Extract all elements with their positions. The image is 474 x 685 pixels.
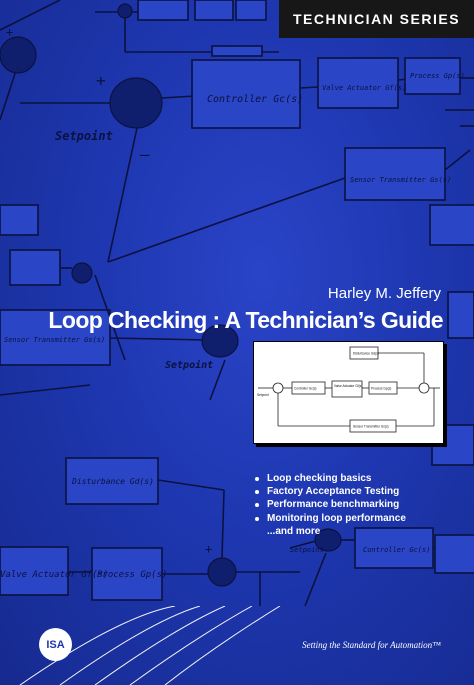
bg-disturbance-label: Disturbance Gd(s) xyxy=(71,477,154,486)
inset-disturbance-label: Disturbance Gd(s) xyxy=(353,352,379,356)
series-banner: TECHNICIAN SERIES xyxy=(279,0,474,38)
bg-plus-sign: + xyxy=(96,71,106,90)
control-loop-diagram-svg: Disturbance Gd(s) Controller Gc(s) Valve… xyxy=(257,346,440,433)
bg-plus-sign-lower: + xyxy=(205,542,212,556)
inset-valve-label: Valve Actuator Gf(s) xyxy=(334,384,362,388)
bg-valve-label-bottom: Valve Actuator Gf(s) xyxy=(0,570,108,580)
inset-sensor-label: Sensor Transmitter Gs(s) xyxy=(353,425,389,429)
author-name: Harley M. Jeffery xyxy=(327,285,441,302)
book-title: Loop Checking : A Technician’s Guide xyxy=(48,307,443,333)
feature-item: Monitoring loop performance xyxy=(253,512,406,525)
publisher-tagline: Setting the Standard for Automation™ xyxy=(302,640,441,650)
feature-list: Loop checking basics Factory Acceptance … xyxy=(253,472,406,538)
feature-item: Factory Acceptance Testing xyxy=(253,485,406,498)
bg-setpoint-label: Setpoint xyxy=(55,129,113,143)
inset-process-label: Process Gp(s) xyxy=(371,387,391,391)
bg-setpoint-label-lower: Setpoint xyxy=(165,359,213,371)
feature-item-more: ...and more xyxy=(267,525,321,537)
inset-controller-label: Controller Gc(s) xyxy=(294,387,317,391)
bg-sensor-label: Sensor Transmitter Gs(s) xyxy=(350,176,451,184)
decorative-arcs xyxy=(19,606,281,685)
bg-minus-sign: – xyxy=(139,145,150,164)
bg-sensor-label-left: Sensor Transmitter Gs(s) xyxy=(4,336,105,344)
inset-setpoint-label: Setpoint xyxy=(257,393,269,397)
isa-logo-text: ISA xyxy=(46,638,65,651)
bg-setpoint-label-bottom: Setpoint xyxy=(290,546,324,554)
feature-item: Loop checking basics xyxy=(253,472,406,485)
bg-process-label: Process Gp(s) xyxy=(410,72,465,80)
bg-plus-sign-top: + xyxy=(6,25,13,39)
bg-valve-label: Valve Actuator Gf(s) xyxy=(322,84,406,92)
series-label: TECHNICIAN SERIES xyxy=(292,11,461,27)
bg-process-label-bottom: Process Gp(s) xyxy=(97,570,167,580)
bg-controller-label: Controller Gc(s) xyxy=(207,94,303,105)
feature-item: Performance benchmarking xyxy=(253,498,406,511)
isa-logo: ISA xyxy=(39,628,72,661)
control-loop-diagram: Disturbance Gd(s) Controller Gc(s) Valve… xyxy=(253,341,444,444)
bg-controller-label-bottom: Controller Gc(s) xyxy=(363,546,430,554)
